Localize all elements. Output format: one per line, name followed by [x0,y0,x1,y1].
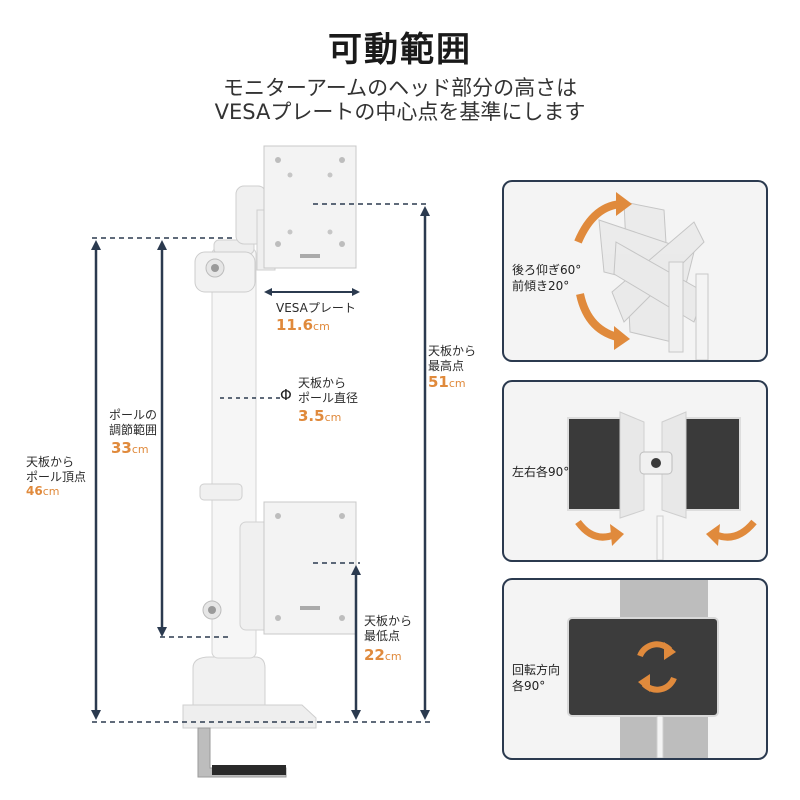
subtitle-line1: モニターアームのヘッド部分の高さは [222,76,578,100]
swivel-right-arrow-icon [712,519,757,541]
dim-line-pole-top [91,240,101,720]
pole-adjust-label: ポールの 調節範囲 [109,408,158,437]
rotate-illustration [567,580,719,758]
pole-diameter-value: 3.5cm [298,407,342,425]
pole-adjust-value: 33cm [111,439,149,457]
swivel-label: 左右各90° [512,465,570,479]
tilt-panel: 後ろ仰ぎ60° 前傾き20° [502,180,768,362]
page-title: 可動範囲 [328,30,472,70]
pole-diameter-label: 天板から ポール直径 [298,376,359,405]
top-arm-head [194,185,276,293]
vesa-plate-label: VESAプレート [276,301,356,315]
desk-clamp [182,656,317,778]
pole-top-value: 46cm [26,484,60,498]
tilt-label: 後ろ仰ぎ60° 前傾き20° [512,263,582,293]
max-height-label: 天板から 最高点 [428,344,477,373]
swivel-panel: 左右各90° [502,380,768,562]
vesa-plate-value: 11.6cm [276,316,330,334]
dim-line-min-height [351,565,361,720]
diameter-symbol: Φ [280,386,292,404]
swivel-illustration [567,411,757,560]
vesa-plate-top [263,145,430,269]
tilt-illustration [574,192,709,360]
dim-line-pole-adjust [157,240,167,637]
subtitle-line2: VESAプレートの中心点を基準にします [214,100,586,124]
vesa-plate-bottom [202,501,360,635]
dim-line-max-height [420,206,430,720]
rotate-label: 回転方向 各90° [512,663,561,693]
min-height-label: 天板から 最低点 [364,614,413,643]
max-height-value: 51cm [428,373,466,391]
dim-line-vesa-width [264,288,360,296]
min-height-value: 22cm [364,646,402,664]
rotate-panel: 回転方向 各90° [502,578,768,760]
pole-top-label: 天板から ポール頂点 [26,455,87,484]
